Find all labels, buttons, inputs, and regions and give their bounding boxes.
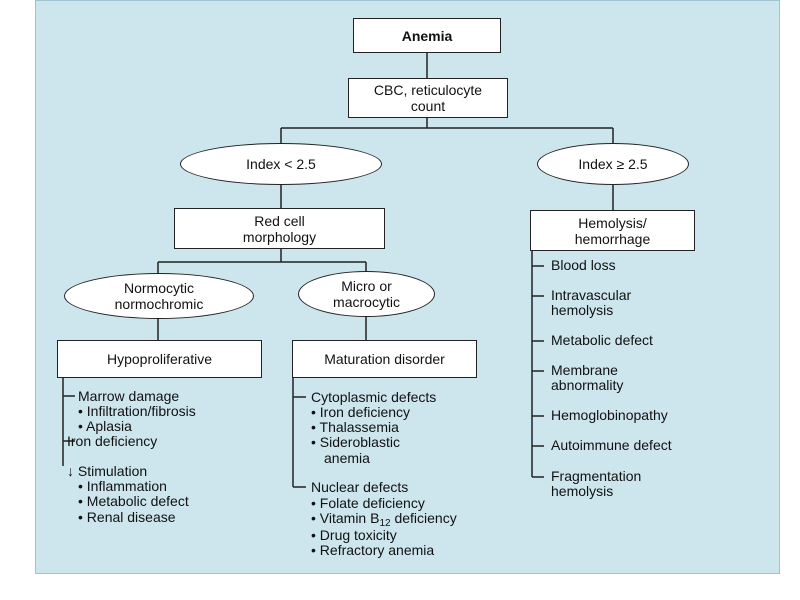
micro-macro-label-line2: macrocytic [333,294,400,310]
hemolysis-box: Hemolysis/ hemorrhage [530,210,695,251]
cbc-box: CBC, reticulocyte count [348,78,508,118]
index-high-oval: Index ≥ 2.5 [537,143,689,185]
normocytic-label-line2: normochromic [114,296,204,312]
mat-folate-deficiency: • Folate deficiency [311,495,425,511]
maturation-label: Maturation disorder [324,351,445,367]
hypo-inflammation: • Inflammation [78,478,167,494]
maturation-box: Maturation disorder [292,340,477,378]
hypo-metabolic-defect: • Metabolic defect [78,493,189,509]
mat-vitamin-b12-deficiency: • Vitamin B12 deficiency [311,511,457,531]
index-high-label: Index ≥ 2.5 [578,156,648,172]
micro-macro-label-line1: Micro or [341,278,392,294]
cbc-label-line2: count [410,98,446,114]
hemolysis-label-line1: Hemolysis/ [578,214,647,231]
hem-autoimmune-defect: Autoimmune defect [551,437,672,453]
hypo-infiltration: • Infiltration/fibrosis [78,403,196,419]
normocytic-oval: Normocytic normochromic [64,273,254,319]
cbc-label-line1: CBC, reticulocyte [373,82,483,98]
hypo-stimulation: ↓ Stimulation [67,463,148,479]
index-low-label: Index < 2.5 [246,156,316,172]
mat-b12-subscript: 12 [379,518,391,529]
mat-iron-deficiency: • Iron deficiency [311,404,411,420]
hem-hemoglobinopathy: Hemoglobinopathy [551,407,668,423]
hypo-renal-disease: • Renal disease [78,509,176,525]
hem-blood-loss: Blood loss [551,257,616,273]
mat-b12-suffix: deficiency [390,510,457,526]
hemolysis-label-line2: hemorrhage [574,230,651,247]
hem-membrane: Membrane [551,362,618,378]
index-low-oval: Index < 2.5 [180,143,382,185]
hypo-aplasia: • Aplasia [78,418,132,434]
mat-cytoplasmic-defects: Cytoplasmic defects [311,389,437,405]
hem-fragmentation-hemolysis: hemolysis [551,483,614,499]
mat-nuclear-defects: Nuclear defects [311,479,409,495]
hem-intravascular: Intravascular [551,287,632,303]
hypo-iron-deficiency: Iron deficiency [67,433,158,449]
hypoproliferative-label: Hypoproliferative [106,351,213,367]
hypoproliferative-box: Hypoproliferative [57,340,262,378]
red-cell-box: Red cell morphology [174,208,385,249]
hem-intravascular-hemolysis: hemolysis [551,302,614,318]
micro-macro-oval: Micro or macrocytic [298,271,435,317]
normocytic-label-line1: Normocytic [123,280,194,296]
red-cell-label-line2: morphology [242,228,317,245]
mat-thalassemia: • Thalassemia [311,419,399,435]
mat-sideroblastic: • Sideroblastic [311,434,400,450]
red-cell-label-line1: Red cell [254,212,305,229]
mat-drug-toxicity: • Drug toxicity [311,527,397,543]
hem-metabolic-defect: Metabolic defect [551,332,653,348]
anemia-box: Anemia [353,18,501,53]
hem-fragmentation: Fragmentation [551,468,642,484]
mat-b12-prefix: • Vitamin B [311,510,380,526]
anemia-label: Anemia [401,27,453,44]
hypo-marrow-damage: Marrow damage [78,388,180,404]
mat-sideroblastic-anemia: anemia [324,450,370,466]
mat-refractory-anemia: • Refractory anemia [311,542,435,558]
hem-membrane-abnormality: abnormality [551,377,624,393]
